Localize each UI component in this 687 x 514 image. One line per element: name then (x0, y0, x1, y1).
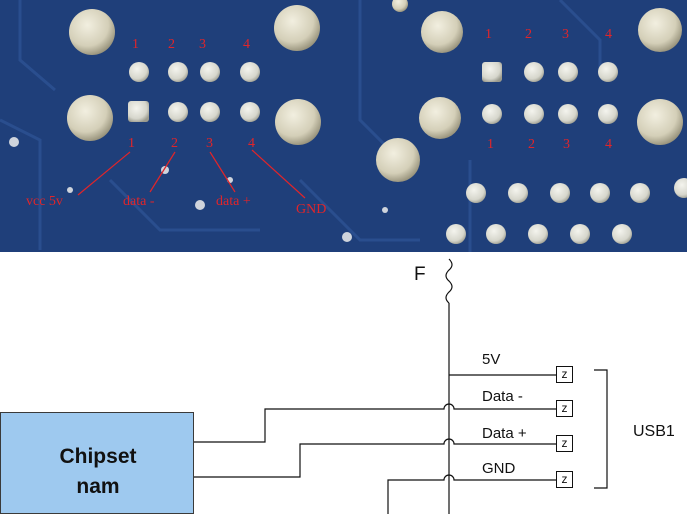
right-bottom-pin-label: 3 (563, 137, 570, 152)
left-bottom-pin-label: 4 (248, 136, 255, 151)
motherboard-photo (0, 0, 687, 252)
wire-label-data-minus: Data - (482, 388, 523, 405)
signal-label-vcc: vcc 5v (26, 194, 63, 209)
pcb-traces (0, 0, 602, 252)
right-header-pins (482, 62, 618, 124)
left-header-pins (128, 62, 260, 122)
signal-label-gnd: GND (296, 202, 327, 217)
terminal-box: z (556, 400, 573, 417)
mounting-pads (67, 0, 683, 182)
connector-label: USB1 (633, 423, 675, 440)
wire-gnd (387, 474, 556, 514)
wire-label-5v: 5V (482, 351, 501, 368)
right-top-pin-label: 4 (605, 27, 612, 42)
left-bottom-pin-label: 2 (171, 136, 178, 151)
left-bottom-pin-label: 3 (206, 136, 213, 151)
wire-label-gnd: GND (482, 460, 516, 477)
right-top-pin-label: 1 (485, 27, 492, 42)
pointer-lines (77, 149, 306, 199)
right-top-pin-label: 3 (562, 27, 569, 42)
wire-label-data-plus: Data + (482, 425, 527, 442)
wire-data-plus (194, 438, 556, 478)
right-bottom-pin-label: 2 (528, 137, 535, 152)
usb-wiring-schematic (194, 258, 608, 514)
left-top-pin-label: 1 (132, 37, 139, 52)
chipset-block: Chipset nam (0, 412, 194, 514)
fuse-symbol (445, 258, 453, 304)
usb1-bracket (594, 369, 608, 489)
left-top-pin-label: 4 (243, 37, 250, 52)
terminal-box: z (556, 435, 573, 452)
right-bottom-pin-label: 4 (605, 137, 612, 152)
fuse-label: F (414, 264, 426, 285)
chipset-label-line2: nam (76, 475, 120, 498)
chipset-label: Chipset (59, 445, 137, 468)
terminal-box: z (556, 471, 573, 488)
lower-right-pins (446, 178, 687, 244)
right-bottom-pin-label: 1 (487, 137, 494, 152)
pcb-background (0, 0, 687, 252)
left-top-pin-label: 3 (199, 37, 206, 52)
signal-label-data-plus: data + (216, 194, 251, 209)
terminal-box: z (556, 366, 573, 383)
left-top-pin-label: 2 (168, 37, 175, 52)
signal-label-data-minus: data - (123, 194, 155, 209)
wire-data-minus (194, 403, 556, 443)
left-bottom-pin-label: 1 (128, 136, 135, 151)
right-top-pin-label: 2 (525, 27, 532, 42)
